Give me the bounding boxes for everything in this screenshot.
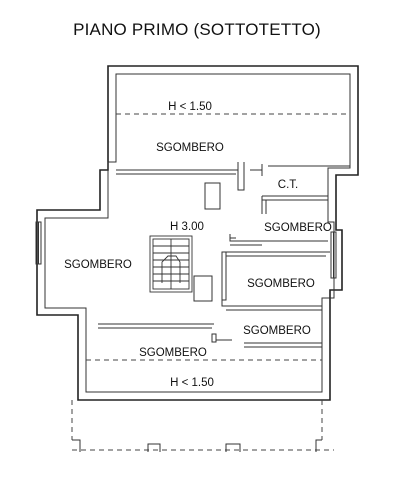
right-window [330, 231, 337, 279]
duct-block-top [204, 182, 221, 210]
outer-walls [36, 65, 359, 401]
room-label-sgombero-right-mid: SGOMBERO [247, 278, 315, 290]
room-label-low-top: H < 1.50 [168, 101, 212, 113]
staircase [149, 235, 193, 293]
room-label-sgombero-bottom: SGOMBERO [139, 347, 207, 359]
room-label-sgombero-right-low: SGOMBERO [243, 325, 311, 337]
room-label-ct: C.T. [278, 179, 298, 191]
room-label-center-height: H 3.00 [170, 221, 204, 233]
room-label-sgombero-right-small: SGOMBERO [264, 222, 332, 234]
left-window [35, 221, 42, 265]
room-label-low-bottom: H < 1.50 [170, 377, 214, 389]
room-label-sgombero-left: SGOMBERO [64, 259, 132, 271]
balcony-outline [71, 400, 334, 452]
plan-title: PIANO PRIMO (SOTTOTETTO) [73, 20, 321, 39]
wall-top-room [116, 165, 350, 171]
room-label-sgombero-top: SGOMBERO [156, 142, 224, 154]
duct-block-mid [193, 275, 213, 302]
wall-bottom-room [98, 323, 214, 329]
ct-room-walls [237, 162, 328, 214]
right-rooms-walls [211, 234, 330, 348]
